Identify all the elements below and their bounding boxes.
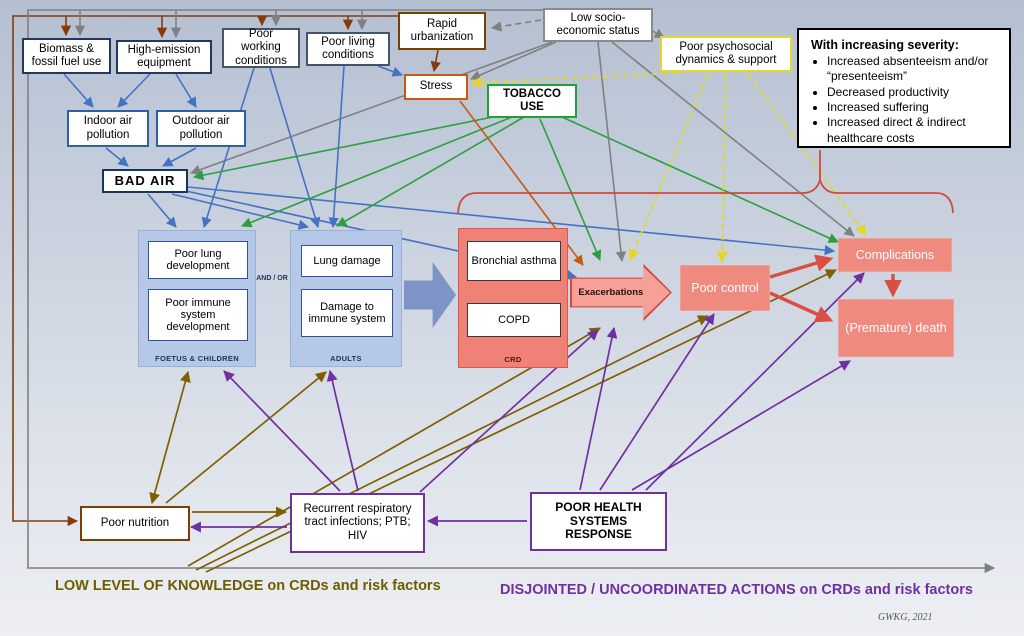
node-poor-immune-development: Poor immune system development — [148, 289, 248, 341]
node-biomass-fossil-fuel-use: Biomass & fossil fuel use — [22, 38, 111, 74]
node-high-emission-equipment: High-emission equipment — [116, 40, 212, 74]
node-exacerbations: Exacerbations — [570, 264, 672, 321]
foetus-children-caption: FOETUS & CHILDREN — [155, 354, 239, 363]
node-bronchial-asthma: Bronchial asthma — [467, 241, 561, 281]
node-poor-psychosocial-dynamics: Poor psychosocial dynamics & support — [660, 36, 792, 72]
signature: GWKG, 2021 — [878, 612, 933, 623]
node-poor-control: Poor control — [680, 265, 770, 311]
node-low-socio-economic-status: Low socio-economic status — [543, 8, 653, 42]
node-poor-living-conditions: Poor living conditions — [306, 32, 390, 66]
node-indoor-air-pollution: Indoor air pollution — [67, 110, 149, 147]
severity-bullet-list: Increased absenteeism and/or “presenteei… — [827, 54, 999, 146]
caption-low-knowledge: LOW LEVEL OF KNOWLEDGE on CRDs and risk … — [55, 578, 441, 594]
severity-panel: With increasing severity: Increased abse… — [797, 28, 1011, 148]
caption-disjointed-actions: DISJOINTED / UNCOORDINATED ACTIONS on CR… — [500, 582, 973, 598]
node-damage-immune-system: Damage to immune system — [301, 289, 393, 337]
group-foetus-children: Poor lung development Poor immune system… — [138, 230, 256, 367]
severity-bullet: Increased suffering — [827, 100, 999, 115]
exacerbations-label: Exacerbations — [572, 266, 670, 319]
node-outdoor-air-pollution: Outdoor air pollution — [156, 110, 246, 147]
node-premature-death: (Premature) death — [838, 299, 954, 357]
severity-bullet: Decreased productivity — [827, 85, 999, 100]
adults-caption: ADULTS — [330, 354, 362, 363]
node-complications: Complications — [838, 238, 952, 272]
node-recurrent-infections: Recurrent respiratory tract infections; … — [290, 493, 425, 553]
node-lung-damage: Lung damage — [301, 245, 393, 277]
node-tobacco-use: TOBACCO USE — [487, 84, 577, 118]
node-poor-working-conditions: Poor working conditions — [222, 28, 300, 68]
node-rapid-urbanization: Rapid urbanization — [398, 12, 486, 50]
flow-arrow-adults-to-crd — [404, 262, 456, 328]
group-adults: Lung damage Damage to immune system ADUL… — [290, 230, 402, 367]
severity-title: With increasing severity: — [811, 38, 959, 52]
node-bad-air: BAD AIR — [102, 169, 188, 193]
group-crd: Bronchial asthma COPD CRD — [458, 228, 568, 368]
node-poor-health-systems-response: POOR HEALTH SYSTEMS RESPONSE — [530, 492, 667, 551]
severity-bullet: Increased direct & indirect healthcare c… — [827, 115, 999, 146]
node-poor-nutrition: Poor nutrition — [80, 506, 190, 541]
and-or-label: AND / OR — [256, 275, 288, 282]
node-poor-lung-development: Poor lung development — [148, 241, 248, 279]
node-copd: COPD — [467, 303, 561, 337]
severity-bullet: Increased absenteeism and/or “presenteei… — [827, 54, 999, 85]
node-stress: Stress — [404, 74, 468, 100]
crd-caption: CRD — [504, 355, 522, 364]
